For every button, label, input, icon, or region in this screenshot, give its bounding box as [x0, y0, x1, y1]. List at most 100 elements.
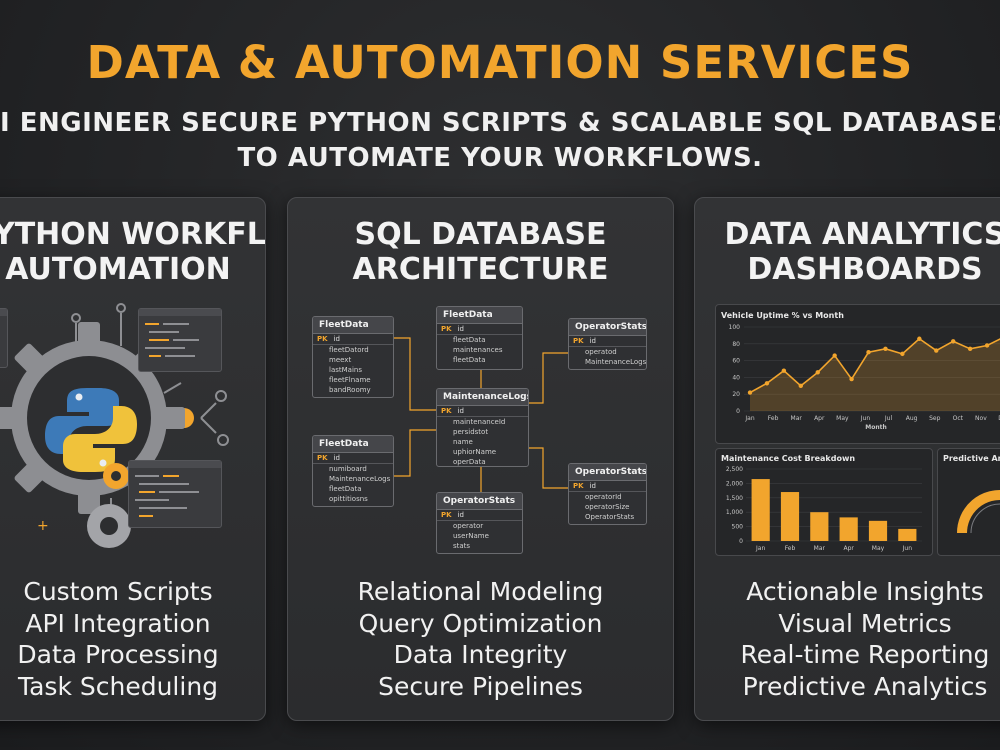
table-field: fleetData: [453, 356, 486, 364]
panel-title-line-1: DATA ANALYTICS: [724, 217, 1000, 252]
table-field: fleetFlname: [329, 376, 371, 384]
table-field: uphiorName: [453, 448, 497, 456]
gauge-fill: [957, 490, 1000, 534]
table-field: bandRoomy: [329, 386, 371, 394]
y-tick-label: 1,000: [726, 509, 743, 516]
analytics-dashboards-panel: DATA ANALYTICS DASHBOARDS Vehicle Uptime…: [694, 197, 1000, 721]
bar: [839, 517, 858, 541]
table-field: MaintenanceLogs: [329, 475, 391, 483]
panel-title-line-2: AUTOMATION: [5, 252, 231, 287]
table-field: fleetDatord: [329, 346, 369, 354]
feature-item: Data Integrity: [393, 640, 568, 669]
feature-item: Actionable Insights: [746, 577, 984, 606]
x-tick-label: Nov: [975, 415, 987, 422]
python-automation-panel: PYTHON WORKFLOW AUTOMATION: [0, 197, 266, 721]
table-field: opittitiosns: [329, 495, 368, 503]
bar: [868, 520, 888, 541]
code-window-icon: [0, 308, 8, 368]
x-tick-label: Aug: [906, 415, 918, 422]
x-tick-label: Jan: [755, 545, 765, 552]
x-tick-label: Apr: [843, 545, 854, 552]
y-tick-label: 100: [729, 324, 741, 331]
x-tick-label: Jul: [884, 415, 893, 422]
predictive-gauge-panel: Predictive Analy: [937, 448, 1000, 556]
table-field: fleetData: [329, 485, 362, 493]
x-tick-label: Mar: [814, 545, 826, 552]
data-point: [747, 390, 753, 395]
area-fill: [750, 338, 1000, 411]
x-axis-label: Month: [865, 424, 887, 431]
feature-item: Query Optimization: [358, 608, 603, 638]
x-tick-label: Feb: [768, 415, 779, 422]
data-point: [866, 350, 871, 355]
feature-item: API Integration: [25, 608, 211, 638]
code-window-icon: [128, 460, 222, 528]
page-title: DATA & AUTOMATION SERVICES: [86, 36, 914, 89]
data-point: [781, 368, 787, 373]
subtitle-line-2: TO AUTOMATE YOUR WORKFLOWS.: [237, 143, 763, 173]
table-field: fleetData: [453, 336, 486, 344]
table-name: OperatorStats: [569, 464, 646, 481]
y-tick-label: 2,000: [726, 480, 743, 487]
feature-item: Data Processing: [17, 640, 219, 669]
table-field: numiboard: [329, 465, 367, 473]
data-point: [934, 348, 939, 353]
table-name: MaintenanceLogs: [437, 389, 528, 406]
feature-item: Predictive Analytics: [742, 671, 988, 701]
panel-title-line-1: PYTHON WORKFLOW: [0, 217, 265, 252]
python-logo-icon: [45, 388, 137, 472]
bar: [898, 528, 917, 541]
bar: [810, 512, 829, 541]
panel-title-line-2: DASHBOARDS: [747, 252, 983, 287]
data-point: [798, 383, 803, 388]
data-point: [883, 346, 888, 352]
y-tick-label: 500: [732, 524, 744, 531]
sparkle-icon: +: [37, 518, 49, 534]
x-tick-label: Apr: [814, 415, 825, 422]
x-tick-label: Sep: [929, 415, 941, 422]
table-name: FleetData: [313, 436, 393, 453]
x-tick-label: Jan: [744, 415, 754, 422]
feature-item: Custom Scripts: [23, 577, 213, 606]
x-tick-label: Mar: [791, 415, 803, 422]
subtitle-line-1: I ENGINEER SECURE PYTHON SCRIPTS & SCALA…: [0, 108, 1000, 138]
y-tick-label: 40: [732, 374, 740, 381]
data-point: [900, 351, 905, 357]
table-name: OperatorStats: [437, 493, 522, 510]
table-field: operatorSize: [585, 503, 630, 511]
y-tick-label: 20: [732, 391, 740, 398]
panel-title-line-2: ARCHITECTURE: [352, 252, 609, 287]
x-tick-label: Dec: [998, 415, 1000, 422]
chart-title: Maintenance Cost Breakdown: [721, 454, 856, 463]
data-point: [951, 339, 956, 344]
table-field: OperatorStats: [585, 513, 635, 521]
bar: [751, 479, 770, 541]
code-window-icon: [138, 308, 222, 372]
table-field: meext: [329, 356, 352, 364]
gauge-inner-ring: [970, 503, 1000, 534]
table-field: persidstot: [453, 428, 489, 436]
x-tick-label: Jun: [860, 415, 871, 422]
data-point: [984, 343, 990, 348]
x-tick-label: Oct: [953, 415, 964, 422]
feature-list: Actionable Insights Visual Metrics Real-…: [695, 576, 1000, 702]
data-point: [832, 353, 837, 358]
table-field: name: [453, 438, 473, 446]
x-tick-label: Feb: [785, 545, 796, 552]
table-field: operatod: [585, 348, 617, 356]
chart-title: Predictive Analy: [943, 454, 1000, 463]
small-gear-icon: [87, 504, 131, 548]
table-field: userName: [453, 532, 489, 540]
